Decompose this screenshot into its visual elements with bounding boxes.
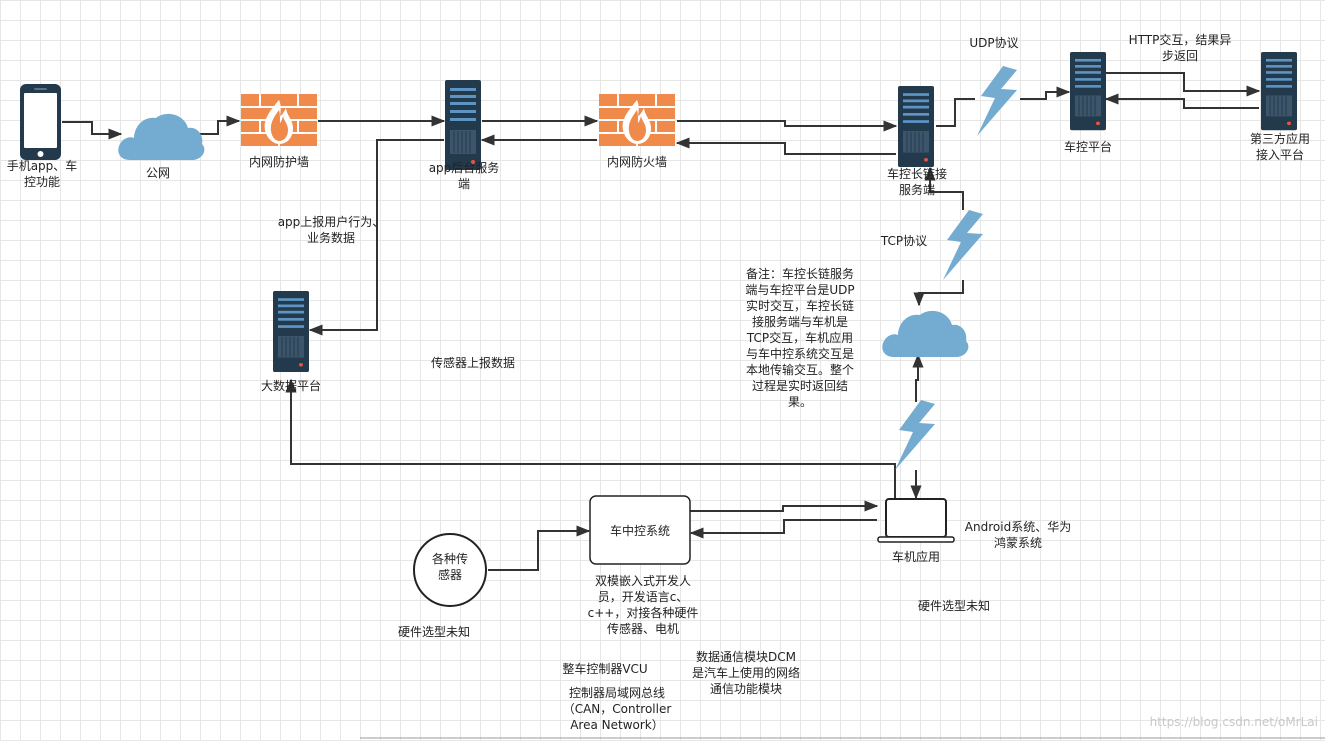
app-report-label: app上报用户行为、 业务数据 xyxy=(277,215,385,245)
head-unit-label: 车中控系统 xyxy=(609,524,670,538)
udp-bolt-icon xyxy=(977,66,1017,136)
wireless-bolt-icon xyxy=(895,400,935,470)
edge-bolt-cloud xyxy=(912,353,924,402)
edge-longlink-firewall2 xyxy=(675,137,896,155)
dcm-note: 数据通信模块DCM 是汽车上使用的网络 通信功能模块 xyxy=(691,650,800,696)
firewall1-label: 内网防护墙 xyxy=(248,155,309,169)
edge-internet-firewall1 xyxy=(196,115,241,135)
edge-backend-bigdata xyxy=(308,139,444,336)
edge-platform-thirdparty xyxy=(1106,72,1261,97)
internet-label: 公网 xyxy=(145,166,170,180)
phone-icon xyxy=(20,84,61,160)
watermark: https://blog.csdn.net/oMrLai xyxy=(1149,715,1318,729)
phone-label: 手机app、车 控功能 xyxy=(6,159,78,189)
laptop-icon xyxy=(877,498,955,543)
remark-note: 备注：车控长链服务 端与车控平台是UDP 实时交互，车控长链 接服务端与车机是 … xyxy=(745,267,855,409)
car-app-label: 车机应用 xyxy=(891,550,940,564)
firewall2-label: 内网防火墙 xyxy=(606,155,667,169)
edge-phone-internet xyxy=(62,121,123,140)
edge-headunit-carapp xyxy=(690,500,879,512)
sensors-label: 各种传 感器 xyxy=(431,552,468,582)
http-label: HTTP交互，结果异 步返回 xyxy=(1128,33,1232,63)
edge-thirdparty-platform xyxy=(1104,93,1259,109)
hw-unknown-left-note: 硬件选型未知 xyxy=(397,625,470,639)
firewall1-icon xyxy=(240,93,318,147)
firewall2-icon xyxy=(598,93,676,147)
vcu-note: 整车控制器VCU xyxy=(562,662,648,676)
embedded-dev-note: 双模嵌入式开发人 员，开发语言c、 c++，对接各种硬件 传感器、电机 xyxy=(587,574,699,636)
head-unit-box xyxy=(589,495,691,565)
bigdata-label: 大数据平台 xyxy=(260,379,321,393)
edge-sensors-headunit xyxy=(488,525,591,571)
tcp-label: TCP协议 xyxy=(880,234,928,248)
sensors-circle xyxy=(413,533,487,607)
android-note: Android系统、华为 鸿蒙系统 xyxy=(964,520,1072,550)
bigdata-server-icon xyxy=(272,290,310,373)
edge-carapp-bigdata xyxy=(285,378,896,498)
third-party-server-icon xyxy=(1260,51,1298,131)
network-cloud-icon xyxy=(882,310,969,357)
control-platform-label: 车控平台 xyxy=(1063,140,1112,154)
udp-label: UDP协议 xyxy=(969,36,1019,50)
app-backend-label: app后台服务 端 xyxy=(428,161,500,191)
edge-firewall2-longlink xyxy=(677,120,898,132)
long-link-label: 车控长链接 服务端 xyxy=(886,167,947,197)
edge-tcp-longlink xyxy=(924,166,964,210)
internet-cloud-icon xyxy=(118,113,205,160)
sensor-report-label: 传感器上报数据 xyxy=(430,356,515,370)
hw-unknown-right-note: 硬件选型未知 xyxy=(917,599,990,613)
edge-udp-platform xyxy=(1020,86,1071,100)
edge-longlink-udp xyxy=(936,98,975,127)
control-platform-server-icon xyxy=(1069,51,1107,131)
tcp-bolt-icon xyxy=(943,210,983,280)
edge-tcp-cloud xyxy=(913,280,964,307)
third-party-label: 第三方应用 接入平台 xyxy=(1249,132,1310,162)
can-note: 控制器局域网总线 （CAN，Controller Area Network） xyxy=(562,686,672,732)
long-link-server-icon xyxy=(897,85,935,168)
edge-carapp-headunit xyxy=(689,519,877,539)
app-backend-server-icon xyxy=(444,79,482,171)
